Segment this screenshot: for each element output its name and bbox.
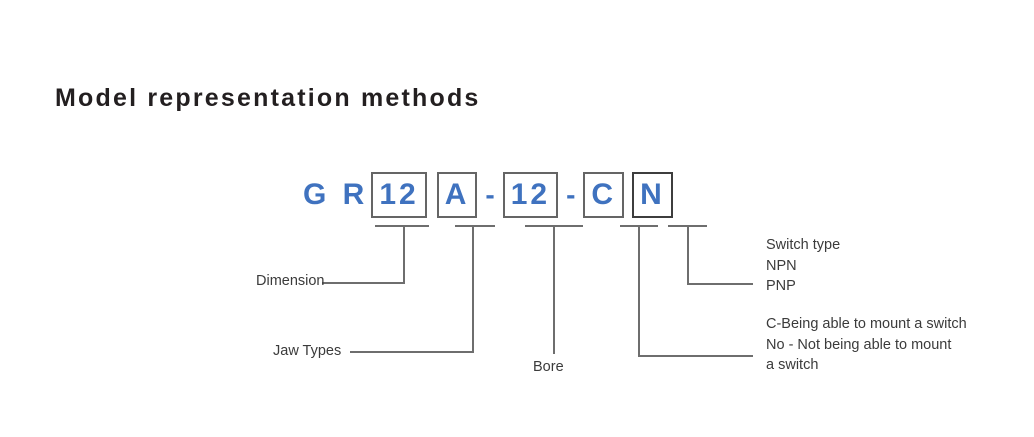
mount-type-line-3: a switch bbox=[766, 357, 819, 374]
code-dash-2: - bbox=[566, 179, 576, 210]
leader-switch bbox=[687, 226, 753, 285]
model-code-row: G R 12 A - 12 - C N bbox=[303, 172, 673, 218]
callout-dimension: Dimension bbox=[256, 273, 325, 289]
callout-bore: Bore bbox=[533, 359, 564, 375]
code-box-bore[interactable]: 12 bbox=[502, 172, 559, 218]
leader-mount bbox=[638, 226, 753, 357]
leader-jaw-types bbox=[350, 226, 474, 353]
code-box-switch[interactable]: N bbox=[632, 172, 673, 218]
code-box-jaw-type[interactable]: A bbox=[436, 172, 478, 218]
callout-jaw-types: Jaw Types bbox=[273, 343, 342, 359]
switch-type-npn: NPN bbox=[766, 257, 797, 274]
callout-mount-type: C-Being able to mount a switch No - Not … bbox=[766, 314, 967, 376]
mount-type-line-2: No - Not being able to mount bbox=[766, 336, 952, 353]
callout-switch-type: Switch type NPN PNP bbox=[766, 235, 840, 297]
code-prefix-gr: G R bbox=[303, 178, 369, 211]
code-box-dimension[interactable]: 12 bbox=[371, 172, 427, 218]
code-box-mount[interactable]: C bbox=[583, 172, 625, 218]
code-dash-1: - bbox=[485, 179, 495, 210]
mount-type-line-1: C-Being able to mount a switch bbox=[766, 316, 967, 332]
switch-type-pnp: PNP bbox=[766, 278, 796, 295]
leader-dimension bbox=[322, 226, 405, 284]
switch-type-title: Switch type bbox=[766, 237, 841, 253]
page-title: Model representation methods bbox=[55, 84, 481, 112]
